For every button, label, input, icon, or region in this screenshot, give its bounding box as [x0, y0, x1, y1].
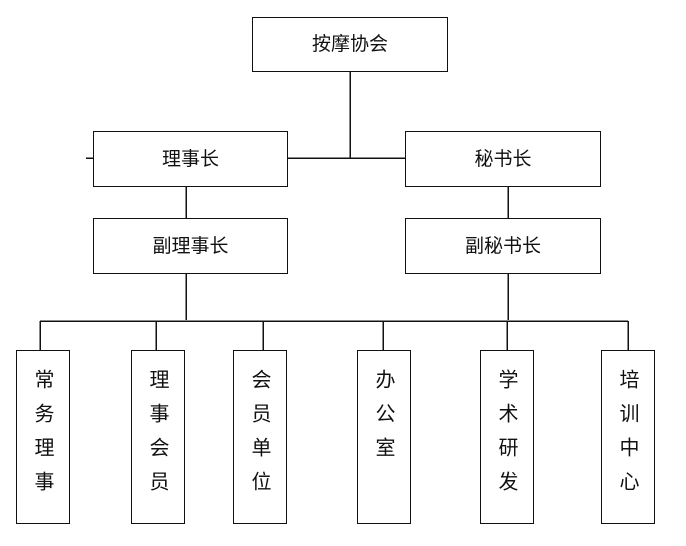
department-label-4: 办公室 — [372, 369, 396, 471]
root-node: 按摩协会 — [252, 17, 448, 72]
chairman-node: 理事长 — [93, 131, 288, 187]
department-label-6: 培训中心 — [616, 369, 640, 505]
department-label-1: 常务理事 — [31, 369, 55, 505]
vice-chairman-node: 副理事长 — [93, 218, 288, 274]
deputy-secretary-general-label: 副秘书长 — [464, 234, 541, 257]
department-office: 办公室 — [357, 350, 411, 524]
department-member-units: 会员单位 — [233, 350, 287, 524]
root-label: 按摩协会 — [311, 33, 388, 55]
department-executive-council: 常务理事 — [16, 350, 70, 524]
vice-chairman-label: 副理事长 — [152, 234, 229, 257]
department-label-3: 会员单位 — [248, 369, 272, 505]
deputy-secretary-general-node: 副秘书长 — [405, 218, 601, 274]
secretary-general-node: 秘书长 — [405, 131, 601, 187]
department-label-2: 理事会员 — [146, 369, 170, 505]
department-academic-research: 学术研发 — [480, 350, 534, 524]
department-training-center: 培训中心 — [601, 350, 655, 524]
secretary-general-label: 秘书长 — [474, 147, 532, 170]
department-label-5: 学术研发 — [495, 369, 519, 505]
department-council-members: 理事会员 — [131, 350, 185, 524]
chairman-label: 理事长 — [161, 147, 219, 170]
